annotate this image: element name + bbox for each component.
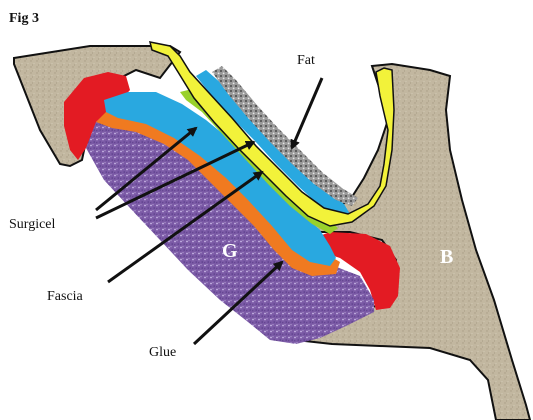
label-bone: B <box>440 246 453 268</box>
label-graft: G <box>222 240 238 262</box>
label-fat: Fat <box>297 53 315 68</box>
figure-title: Fig 3 <box>9 11 39 26</box>
label-fascia: Fascia <box>47 289 84 304</box>
label-glue: Glue <box>149 345 176 360</box>
label-surgicel: Surgicel <box>9 217 56 232</box>
fat-arrow <box>292 78 322 148</box>
